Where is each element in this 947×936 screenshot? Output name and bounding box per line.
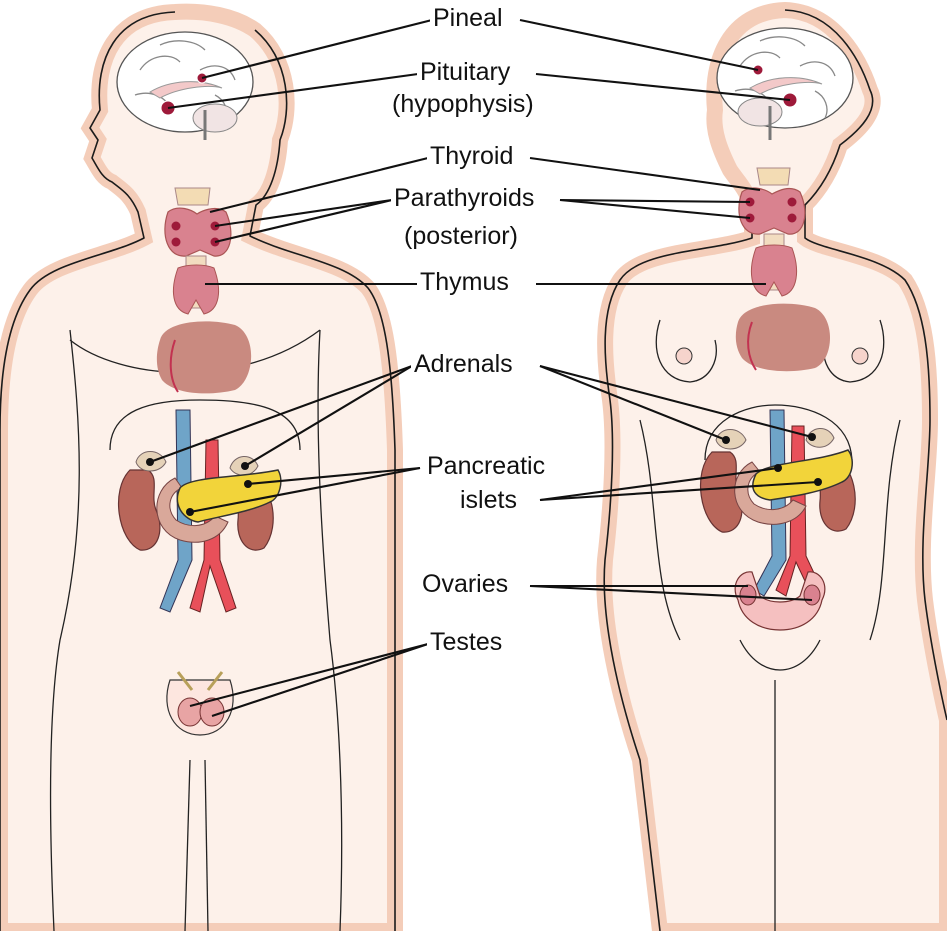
label-ovaries: Ovaries — [419, 570, 511, 598]
female-nipple-right — [852, 348, 868, 364]
female-figure — [604, 10, 947, 931]
female-parathyroid-4 — [788, 214, 797, 223]
female-heart — [736, 304, 830, 372]
label-pancreatic: Pancreatic — [424, 452, 548, 480]
label-hypophysis: (hypophysis) — [389, 90, 537, 118]
male-parathyroid-2 — [172, 238, 181, 247]
label-parathyroids: Parathyroids — [391, 184, 537, 212]
label-thyroid: Thyroid — [427, 142, 516, 170]
female-parathyroid-3 — [788, 198, 797, 207]
female-ovary-left — [740, 585, 756, 605]
label-adrenals: Adrenals — [411, 350, 516, 378]
label-islets: islets — [457, 486, 520, 514]
label-thymus: Thymus — [417, 268, 512, 296]
female-ovary-right — [804, 585, 820, 605]
male-figure — [0, 12, 395, 931]
label-testes: Testes — [427, 628, 505, 656]
male-body-silhouette — [0, 12, 395, 931]
label-pineal: Pineal — [430, 4, 506, 32]
female-nipple-left — [676, 348, 692, 364]
label-posterior: (posterior) — [401, 222, 521, 250]
male-parathyroid-1 — [172, 222, 181, 231]
label-pituitary: Pituitary — [417, 58, 513, 86]
male-testis-left — [178, 698, 202, 726]
